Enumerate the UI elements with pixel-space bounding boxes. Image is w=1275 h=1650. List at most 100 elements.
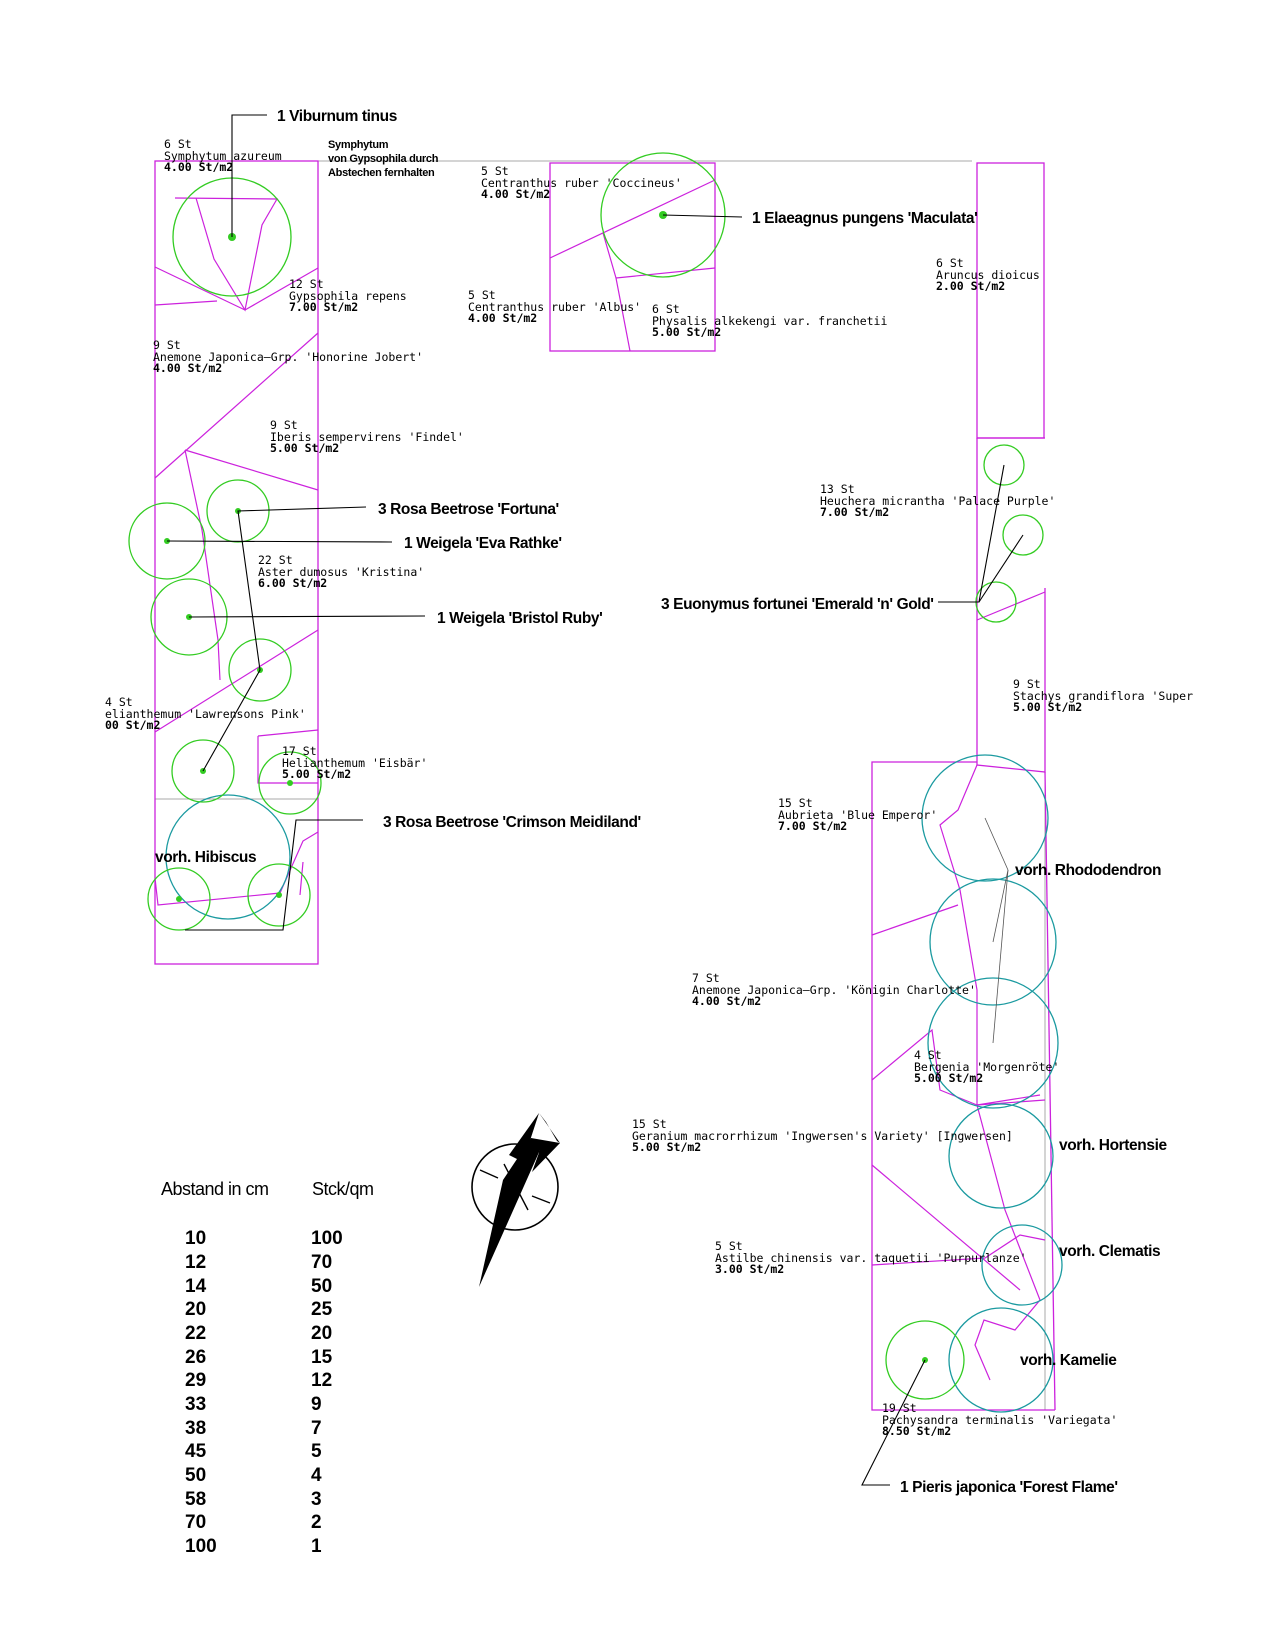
table-header-spacing: Abstand in cm	[161, 1179, 269, 1199]
svg-text:13 St: 13 St	[820, 482, 855, 496]
svg-text:50: 50	[311, 1276, 332, 1297]
svg-text:1 Viburnum tinus: 1 Viburnum tinus	[277, 108, 397, 125]
svg-text:26: 26	[185, 1347, 206, 1368]
svg-text:vorh. Rhododendron: vorh. Rhododendron	[1015, 862, 1161, 879]
svg-text:5.00 St/m2: 5.00 St/m2	[632, 1140, 701, 1154]
svg-text:7.00 St/m2: 7.00 St/m2	[289, 300, 358, 314]
svg-text:vorh. Hibiscus: vorh. Hibiscus	[155, 849, 256, 866]
svg-text:50: 50	[185, 1465, 206, 1486]
svg-text:70: 70	[185, 1512, 206, 1533]
svg-text:elianthemum 'Lawrensons Pink: elianthemum 'Lawrensons Pink'	[105, 707, 306, 721]
svg-text:00 St/m2: 00 St/m2	[105, 718, 160, 732]
svg-text:5 St: 5 St	[481, 164, 509, 178]
svg-text:7.00 St/m2: 7.00 St/m2	[820, 505, 889, 519]
svg-text:Gypsophila repens: Gypsophila repens	[289, 289, 407, 303]
plant-label: 6 St Aruncus dioicus 2.00 St/m2	[936, 256, 1040, 293]
svg-text:1: 1	[311, 1536, 322, 1557]
table-header-density: Stck/qm	[312, 1179, 374, 1199]
svg-text:10: 10	[185, 1228, 206, 1249]
svg-text:100: 100	[311, 1228, 343, 1249]
plant-label: 19 St Pachysandra terminalis 'Variegata'…	[882, 1401, 1117, 1438]
svg-text:1 Pieris japonica 'Forest Flam: 1 Pieris japonica 'Forest Flame'	[900, 1479, 1118, 1496]
svg-text:Symphytum azureum: Symphytum azureum	[164, 149, 282, 163]
svg-text:2.00 St/m2: 2.00 St/m2	[936, 279, 1005, 293]
plant-label: 15 St Aubrieta 'Blue Emperor' 7.00 St/m2	[778, 796, 937, 833]
svg-text:70: 70	[311, 1252, 332, 1273]
svg-text:von Gypsophila durch: von Gypsophila durch	[328, 153, 439, 165]
svg-text:45: 45	[185, 1441, 207, 1462]
svg-text:3.00 St/m2: 3.00 St/m2	[715, 1262, 784, 1276]
plant-label: 5 St Centranthus ruber 'Coccineus' 4.00 …	[481, 164, 682, 201]
svg-text:3 Euonymus fortunei 'Emerald ': 3 Euonymus fortunei 'Emerald 'n' Gold'	[661, 596, 934, 613]
svg-text:9 St: 9 St	[153, 338, 181, 352]
table-row: 45 5	[185, 1441, 322, 1462]
plant-labels: 6 St Symphytum azureum 4.00 St/m2 12 St …	[105, 137, 1193, 1438]
right-lower-bed	[871, 761, 1056, 1411]
plant-label: 9 St Anemone Japonica—Grp. 'Honorine Job…	[153, 338, 423, 375]
plant-label: 22 St Aster dumosus 'Kristina' 6.00 St/m…	[258, 553, 424, 590]
svg-text:33: 33	[185, 1394, 206, 1415]
svg-text:7: 7	[311, 1418, 322, 1439]
svg-text:5.00 St/m2: 5.00 St/m2	[652, 325, 721, 339]
svg-text:Aubrieta 'Blue Emperor': Aubrieta 'Blue Emperor'	[778, 808, 937, 822]
svg-text:vorh. Hortensie: vorh. Hortensie	[1059, 1137, 1167, 1154]
svg-text:19 St: 19 St	[882, 1401, 917, 1415]
svg-text:5 St: 5 St	[715, 1239, 743, 1253]
svg-text:Physalis alkekengi var. fra: Physalis alkekengi var. franchetii	[652, 314, 887, 328]
svg-text:Heuchera micrantha 'Palace: Heuchera micrantha 'Palace Purple'	[820, 494, 1055, 508]
table-row: 14 50	[185, 1276, 332, 1297]
plant-label: 9 St Stachys grandiflora 'Super 5.00 St/…	[1013, 677, 1193, 714]
svg-text:17 St: 17 St	[282, 744, 317, 758]
plant-label: 7 St Anemone Japonica—Grp. 'Königin Char…	[692, 971, 976, 1008]
svg-text:4.00 St/m2: 4.00 St/m2	[481, 187, 550, 201]
svg-text:Aruncus dioicus: Aruncus dioicus	[936, 268, 1040, 282]
svg-text:4 St: 4 St	[914, 1048, 942, 1062]
svg-text:15: 15	[311, 1347, 333, 1368]
svg-text:14: 14	[185, 1276, 207, 1297]
svg-text:22 St: 22 St	[258, 553, 293, 567]
new-plants	[128, 152, 1044, 1400]
svg-text:4.00 St/m2: 4.00 St/m2	[468, 311, 537, 325]
svg-text:3 Rosa Beetrose 'Fortuna': 3 Rosa Beetrose 'Fortuna'	[378, 501, 559, 518]
svg-text:20: 20	[185, 1299, 206, 1320]
svg-text:vorh. Clematis: vorh. Clematis	[1059, 1243, 1160, 1260]
svg-text:Helianthemum 'Eisbär': Helianthemum 'Eisbär'	[282, 756, 427, 770]
symphytum-note: Symphytum von Gypsophila durch Abstechen…	[328, 139, 439, 179]
svg-text:1 Weigela 'Bristol Ruby': 1 Weigela 'Bristol Ruby'	[437, 610, 602, 627]
svg-text:6.00 St/m2: 6.00 St/m2	[258, 576, 327, 590]
svg-text:4.00 St/m2: 4.00 St/m2	[164, 160, 233, 174]
leader-lines	[166, 114, 1024, 1486]
svg-text:Stachys grandiflora 'Super: Stachys grandiflora 'Super	[1013, 689, 1193, 703]
plant-label: 5 St Centranthus ruber 'Albus' 4.00 St/m…	[468, 288, 641, 325]
svg-text:9: 9	[311, 1394, 322, 1415]
svg-text:5 St: 5 St	[468, 288, 496, 302]
svg-text:1 Elaeagnus pungens 'Maculata': 1 Elaeagnus pungens 'Maculata'	[752, 210, 977, 227]
svg-text:5.00 St/m2: 5.00 St/m2	[1013, 700, 1082, 714]
svg-text:25: 25	[311, 1299, 333, 1320]
svg-text:9 St: 9 St	[1013, 677, 1041, 691]
svg-text:Anemone Japonica—Grp. 'König: Anemone Japonica—Grp. 'Königin Charlotte…	[692, 983, 976, 997]
svg-text:Iberis sempervirens 'Findel': Iberis sempervirens 'Findel'	[270, 430, 464, 444]
svg-text:7 St: 7 St	[692, 971, 720, 985]
svg-text:15 St: 15 St	[778, 796, 813, 810]
svg-text:Centranthus ruber 'Coccineus: Centranthus ruber 'Coccineus'	[481, 176, 682, 190]
svg-text:6 St: 6 St	[652, 302, 680, 316]
svg-text:5: 5	[311, 1441, 322, 1462]
svg-text:29: 29	[185, 1370, 206, 1391]
svg-text:12 St: 12 St	[289, 277, 324, 291]
svg-text:Geranium macrorrhizum 'Ingwe: Geranium macrorrhizum 'Ingwersen's Varie…	[632, 1129, 1013, 1143]
table-row: 10 100	[185, 1228, 343, 1249]
right-upper-bed	[976, 162, 1046, 773]
svg-text:9 St: 9 St	[270, 418, 298, 432]
top-middle-bed	[549, 162, 716, 352]
svg-text:Centranthus ruber 'Albus': Centranthus ruber 'Albus'	[468, 300, 641, 314]
